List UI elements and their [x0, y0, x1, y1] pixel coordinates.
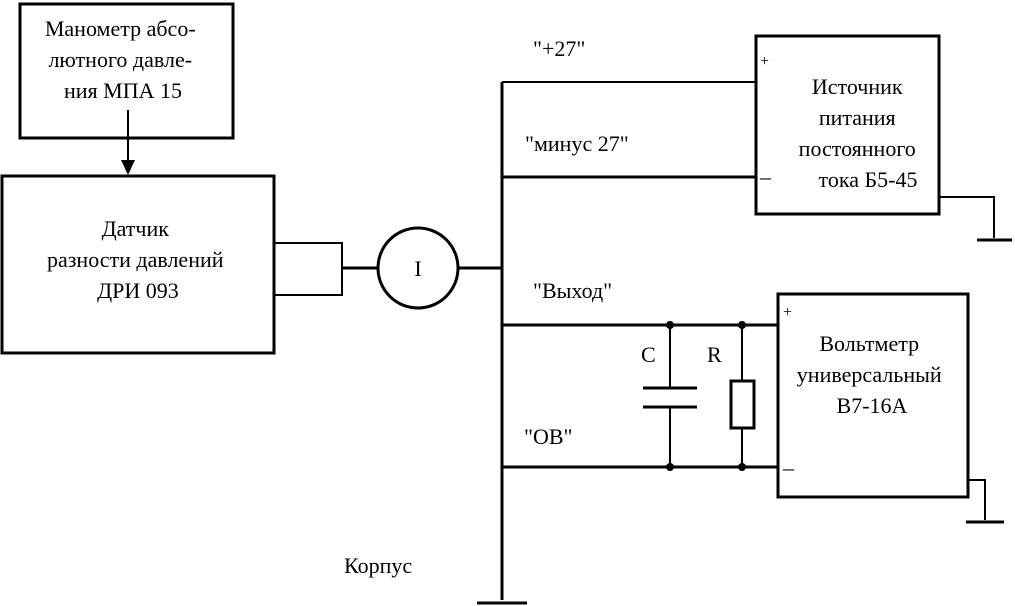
sensor-label-line-1: Датчик: [102, 216, 170, 241]
svg-text:Манометр абсо- лютного д: Манометр абсо- лютного давле- ния МПА 15: [45, 16, 201, 103]
power-supply-label-line-3: постоянного: [799, 136, 916, 161]
voltmeter-box: [776, 292, 970, 499]
power-supply-label-line-2: питания: [819, 105, 896, 130]
manometer-box: [18, 2, 235, 140]
power-supply-ground-symbol: [939, 196, 1012, 242]
power-supply-plus-terminal: +: [760, 53, 769, 70]
manometer-label-line-3: ния МПА 15: [64, 78, 182, 103]
manometer-label-line-2: лютного давле-: [48, 47, 192, 72]
capacitor-label: C: [641, 342, 656, 367]
sensor-box: [0, 174, 276, 355]
voltmeter-label-line-3: В7-16А: [837, 393, 908, 418]
plus27-label: "+27": [533, 36, 585, 61]
power-supply-box: [754, 34, 941, 216]
arrow-head-icon: [121, 160, 135, 175]
manometer-block: Манометр абсо- лютного давле- ния МПА 15: [18, 2, 235, 140]
voltmeter-label-line-2: универсальный: [797, 362, 942, 387]
sensor-block: Датчик разности давлений ДРИ 093: [0, 174, 276, 355]
resistor-body: [729, 379, 756, 430]
power-supply-block: + – Источник питания постоянного тока Б5…: [754, 34, 941, 216]
svg-text:Источник питания п: Источник питания постоянного тока Б5-45: [799, 74, 922, 192]
capacitor: [643, 321, 697, 471]
power-supply-minus-terminal: –: [759, 164, 772, 189]
pressure-arrow: [121, 110, 135, 175]
svg-text:Датчик разности давлений: Датчик разности давлений ДРИ 093: [47, 216, 229, 303]
sensor-label-line-2: разности давлений: [47, 247, 224, 272]
sensor-connector: [273, 242, 343, 296]
resistor: [729, 321, 756, 471]
voltmeter-block: + – Вольтметр универсальный В7-16А: [776, 292, 970, 499]
ammeter: I: [376, 226, 460, 310]
power-supply-label-line-1: Источник: [812, 74, 903, 99]
svg-text:Вольтметр универсальный: Вольтметр универсальный В7-16А: [797, 331, 947, 418]
voltmeter-plus-terminal: +: [783, 304, 792, 321]
minus27-label: "минус 27": [525, 131, 629, 156]
voltmeter-minus-terminal: –: [782, 455, 795, 480]
voltmeter-label-line-1: Вольтметр: [819, 331, 919, 356]
sensor-label-line-3: ДРИ 093: [97, 278, 179, 303]
voltmeter-ground-symbol: [966, 479, 1004, 524]
output-label: "Выход": [533, 278, 612, 303]
ammeter-symbol: I: [414, 256, 421, 281]
resistor-label: R: [707, 342, 722, 367]
power-supply-label-line-4: тока Б5-45: [819, 167, 918, 192]
ov-label: "ОВ": [524, 424, 573, 449]
manometer-label-line-1: Манометр абсо-: [45, 16, 196, 41]
case-label: Корпус: [344, 553, 412, 578]
